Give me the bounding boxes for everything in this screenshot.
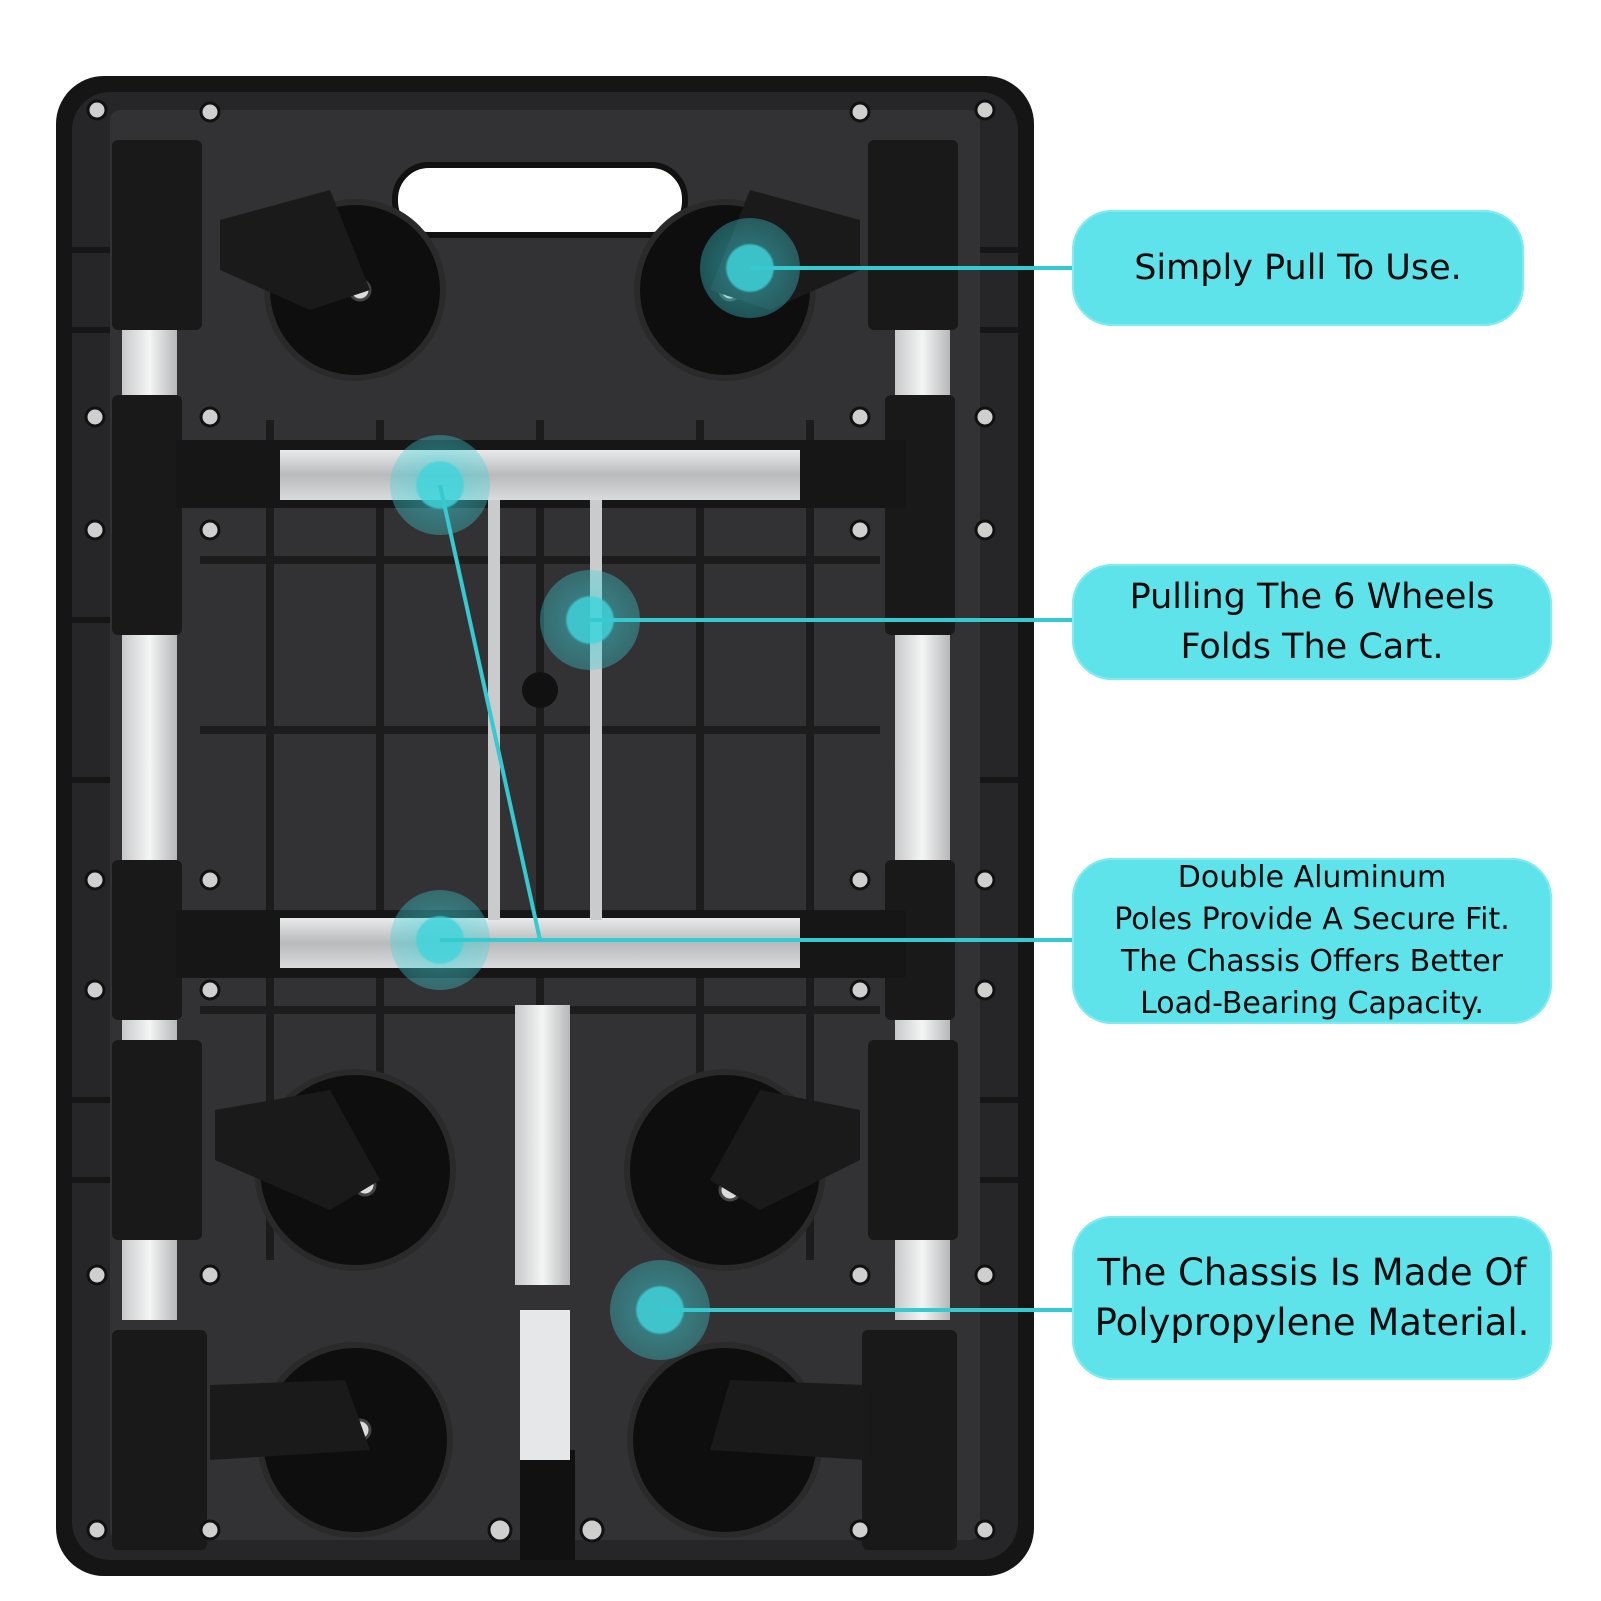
callout-text: Double Aluminum Poles Provide A Secure F… <box>1114 860 1510 1021</box>
pointer-lines <box>438 266 1072 1312</box>
callout-text: The Chassis Is Made Of Polypropylene Mat… <box>1094 1251 1530 1344</box>
caster-arms <box>210 190 865 1460</box>
callout-text: Pulling The 6 Wheels Folds The Cart. <box>1129 577 1495 667</box>
crossbars <box>176 440 906 1460</box>
callout-text: Simply Pull To Use. <box>1134 248 1462 288</box>
side-poles <box>112 140 958 1550</box>
callout-pulling-wheels: Pulling The 6 Wheels Folds The Cart. <box>1072 564 1552 680</box>
callout-simply-pull: Simply Pull To Use. <box>1072 210 1524 326</box>
screws <box>84 99 996 1543</box>
callout-material: The Chassis Is Made Of Polypropylene Mat… <box>1072 1216 1552 1380</box>
callout-aluminum-poles: Double Aluminum Poles Provide A Secure F… <box>1072 858 1552 1024</box>
